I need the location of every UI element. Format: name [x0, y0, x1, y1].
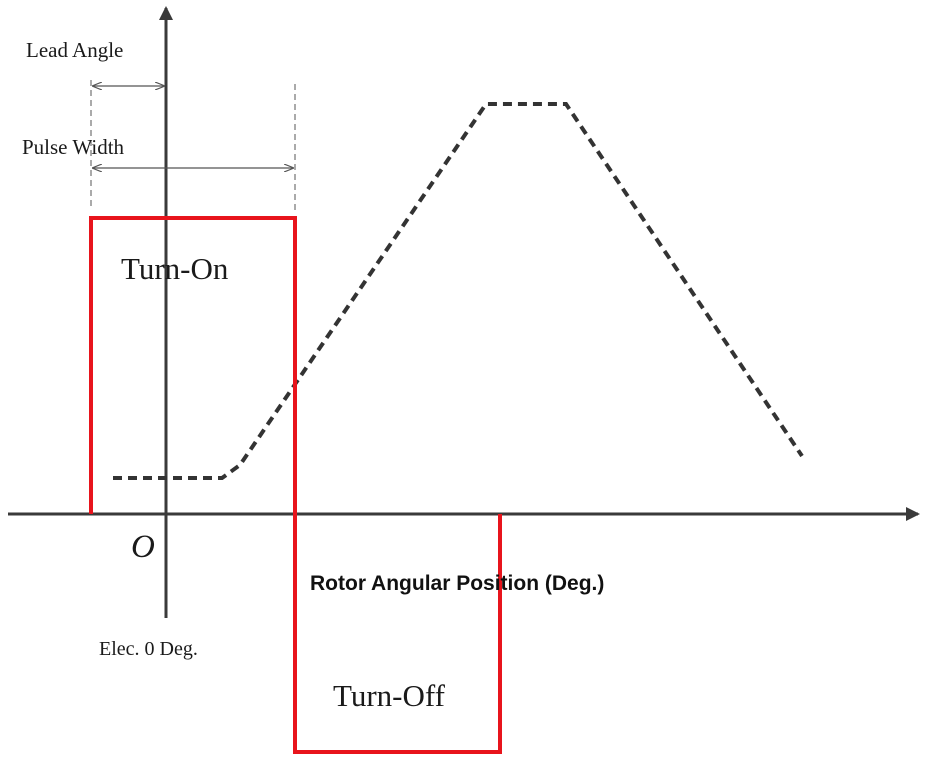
- pulse-width-label: Pulse Width: [22, 135, 125, 159]
- x-axis-label: Rotor Angular Position (Deg.): [310, 572, 604, 595]
- turn-off-label: Turn-Off: [333, 678, 446, 713]
- turn-on-label: Turn-On: [121, 251, 229, 286]
- origin-label: O: [131, 529, 155, 565]
- lead-angle-label: Lead Angle: [26, 38, 123, 62]
- phase-pulse-waveform: [89, 216, 502, 754]
- dashed-profile-curve: [113, 102, 804, 480]
- elec-zero-label: Elec. 0 Deg.: [99, 638, 198, 660]
